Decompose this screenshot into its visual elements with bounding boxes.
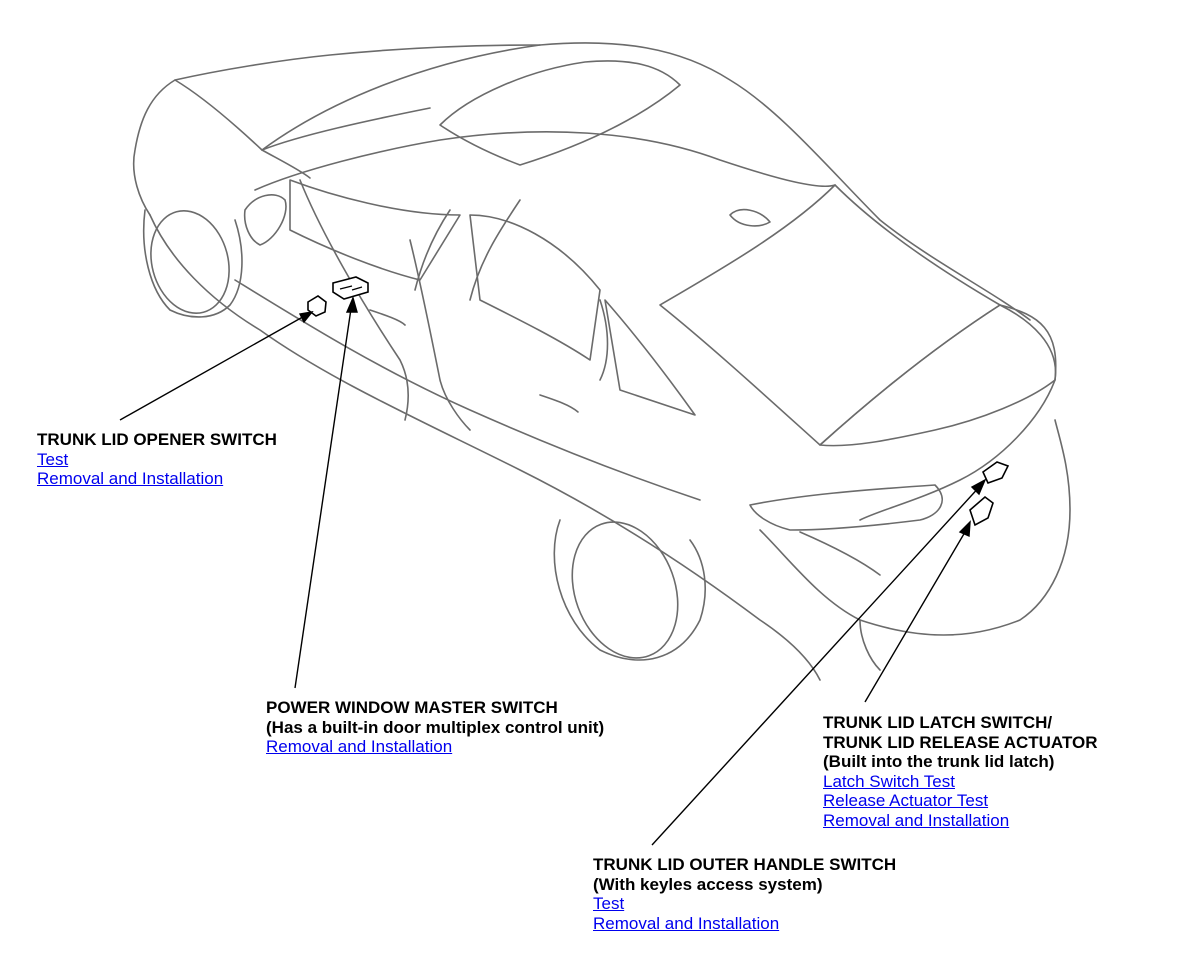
leader-line-power-window <box>294 301 353 689</box>
removal-installation-link[interactable]: Removal and Installation <box>266 737 453 756</box>
leader-lines <box>119 295 987 846</box>
leader-line-latch <box>864 526 969 703</box>
callout-note: (With keyles access system) <box>593 874 823 894</box>
callout-title-line-2: TRUNK LID RELEASE ACTUATOR <box>823 732 1098 752</box>
trunk-latch-shape <box>969 495 994 527</box>
test-link[interactable]: Test <box>593 894 625 913</box>
component-shapes <box>307 276 1010 527</box>
power-window-switch-shape <box>332 276 369 300</box>
latch-switch-test-link[interactable]: Latch Switch Test <box>823 771 955 791</box>
car-outline <box>132 42 1071 681</box>
callout-title: TRUNK LID OPENER SWITCH <box>37 430 277 449</box>
callout-trunk-lid-outer-handle-switch: TRUNK LID OUTER HANDLE SWITCH (With keyl… <box>593 855 896 933</box>
removal-installation-link[interactable]: Removal and Installation <box>823 810 1010 830</box>
callout-title: POWER WINDOW MASTER SWITCH <box>266 698 558 717</box>
removal-installation-link[interactable]: Removal and Installation <box>593 913 780 933</box>
release-actuator-test-link[interactable]: Release Actuator Test <box>823 791 989 810</box>
callout-title-line-1: TRUNK LID LATCH SWITCH/ <box>823 713 1053 732</box>
leader-line-outer-handle <box>651 483 983 846</box>
callout-title: TRUNK LID OUTER HANDLE SWITCH <box>593 855 897 874</box>
callout-trunk-lid-opener-switch: TRUNK LID OPENER SWITCH Test Removal and… <box>37 430 277 489</box>
callout-note: (Built into the trunk lid latch) <box>823 752 1055 771</box>
test-link[interactable]: Test <box>37 449 69 469</box>
trunk-opener-switch-shape <box>307 295 327 317</box>
removal-installation-link[interactable]: Removal and Installation <box>37 469 224 488</box>
callout-trunk-lid-latch-switch: TRUNK LID LATCH SWITCH/ TRUNK LID RELEAS… <box>823 713 1098 830</box>
leader-line-opener <box>119 313 309 421</box>
callout-note: (Has a built-in door multiplex control u… <box>266 717 605 737</box>
callout-power-window-master-switch: POWER WINDOW MASTER SWITCH (Has a built-… <box>266 698 604 757</box>
trunk-outer-handle-switch-shape <box>981 461 1010 485</box>
